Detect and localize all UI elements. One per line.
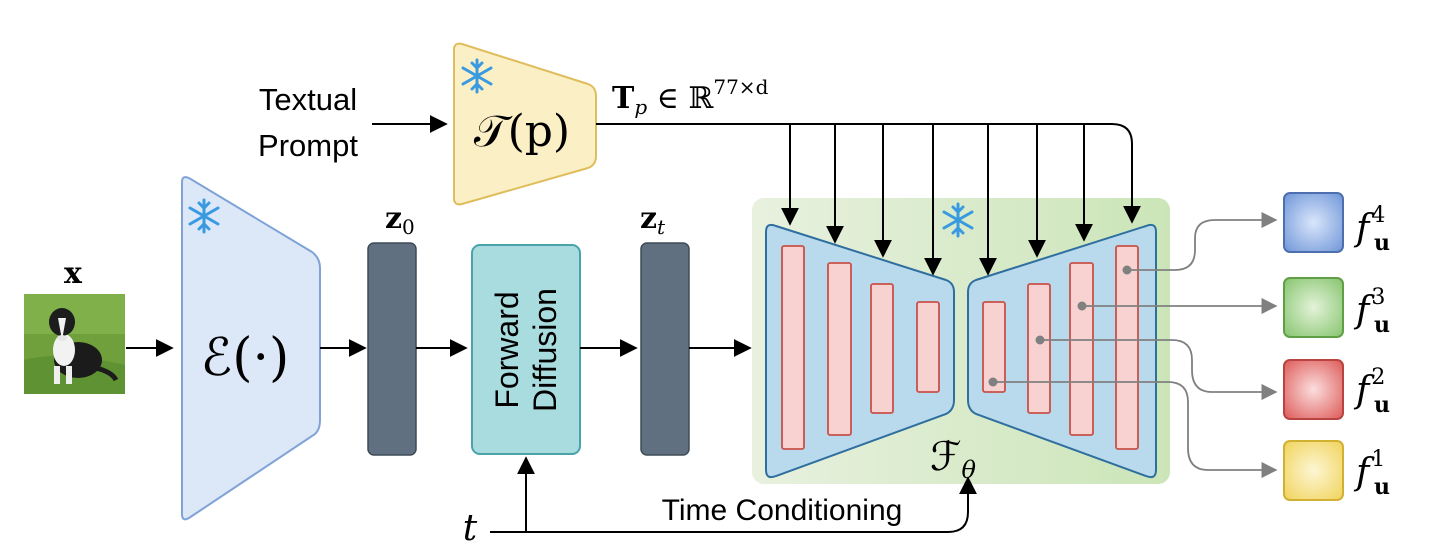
input-dog-image (24, 294, 125, 394)
unet-down-block-1 (781, 245, 805, 450)
text-embedding-sup: 77×d (713, 75, 768, 99)
unet-down-block-2 (827, 262, 852, 436)
tap-point-2 (1035, 335, 1045, 345)
snowflake-icon (942, 202, 974, 238)
feature-box-1 (1283, 440, 1344, 501)
forward-diffusion-line2: Diffusion (527, 288, 563, 412)
z0-latent-block (367, 242, 417, 456)
textual-prompt-line1: Textual (259, 82, 357, 117)
z0-base: z (385, 201, 402, 236)
z0-sub: 0 (402, 215, 415, 239)
unet-up-block-2 (1027, 283, 1051, 414)
feature-box-2 (1283, 359, 1344, 420)
feature-label-3-sup: 3 (1371, 285, 1385, 310)
snowflake-icon (461, 58, 493, 94)
text-embedding-base: T (612, 81, 635, 116)
unet-up-block-4 (1115, 245, 1139, 450)
text-embedding-sub: p (634, 95, 647, 119)
unet-label-base: ℱ (930, 434, 961, 480)
text-encoder-label: 𝒯(p) (474, 106, 570, 157)
time-conditioning-line (490, 476, 977, 533)
unet-down-block-4 (916, 301, 940, 393)
text-embedding-rest: ∈ ℝ (647, 81, 714, 116)
snowflake-icon (188, 198, 220, 234)
feature-connectors (993, 211, 1278, 479)
forward-diffusion-line1: Forward (489, 291, 525, 408)
unet-down-path (765, 223, 955, 479)
feature-label-2-sub: u (1374, 392, 1390, 418)
image-encoder-trapezoid (181, 176, 321, 521)
text-conditioning-line (596, 123, 1141, 224)
feature-label-1-sup: 1 (1371, 447, 1385, 472)
unet-up-path (967, 223, 1157, 479)
zt-base: z (640, 201, 657, 236)
zt-latent-block (640, 242, 690, 456)
feature-label-4-sup: 4 (1371, 203, 1385, 228)
time-conditioning-label: Time Conditioning (662, 494, 903, 527)
unet-up-block-3 (1069, 262, 1094, 436)
z0-label: z0 (385, 201, 415, 239)
zt-label: zt (640, 201, 666, 239)
feature-label-1-sub: u (1374, 474, 1390, 500)
unet-up-block-1 (982, 301, 1006, 393)
tap-point-3 (1077, 301, 1087, 311)
text-embedding-label: Tp ∈ ℝ77×d (612, 75, 769, 119)
unet-down-block-3 (870, 283, 894, 414)
tap-point-1 (988, 377, 998, 387)
unet-label: ℱθ (930, 434, 976, 484)
tap-point-4 (1122, 265, 1132, 275)
feature-label-3-sub: u (1374, 312, 1390, 338)
timestep-label: t (463, 508, 478, 549)
textual-prompt-line2: Prompt (258, 128, 358, 163)
image-encoder-label: ℰ(·) (201, 328, 290, 388)
input-label: x (64, 256, 83, 291)
feature-label-4-sub: u (1374, 230, 1390, 256)
feature-box-4 (1283, 192, 1344, 253)
forward-diffusion-block (471, 244, 581, 455)
feature-label-2-sup: 2 (1371, 365, 1385, 390)
feature-box-3 (1283, 277, 1344, 338)
zt-sub: t (657, 215, 666, 239)
